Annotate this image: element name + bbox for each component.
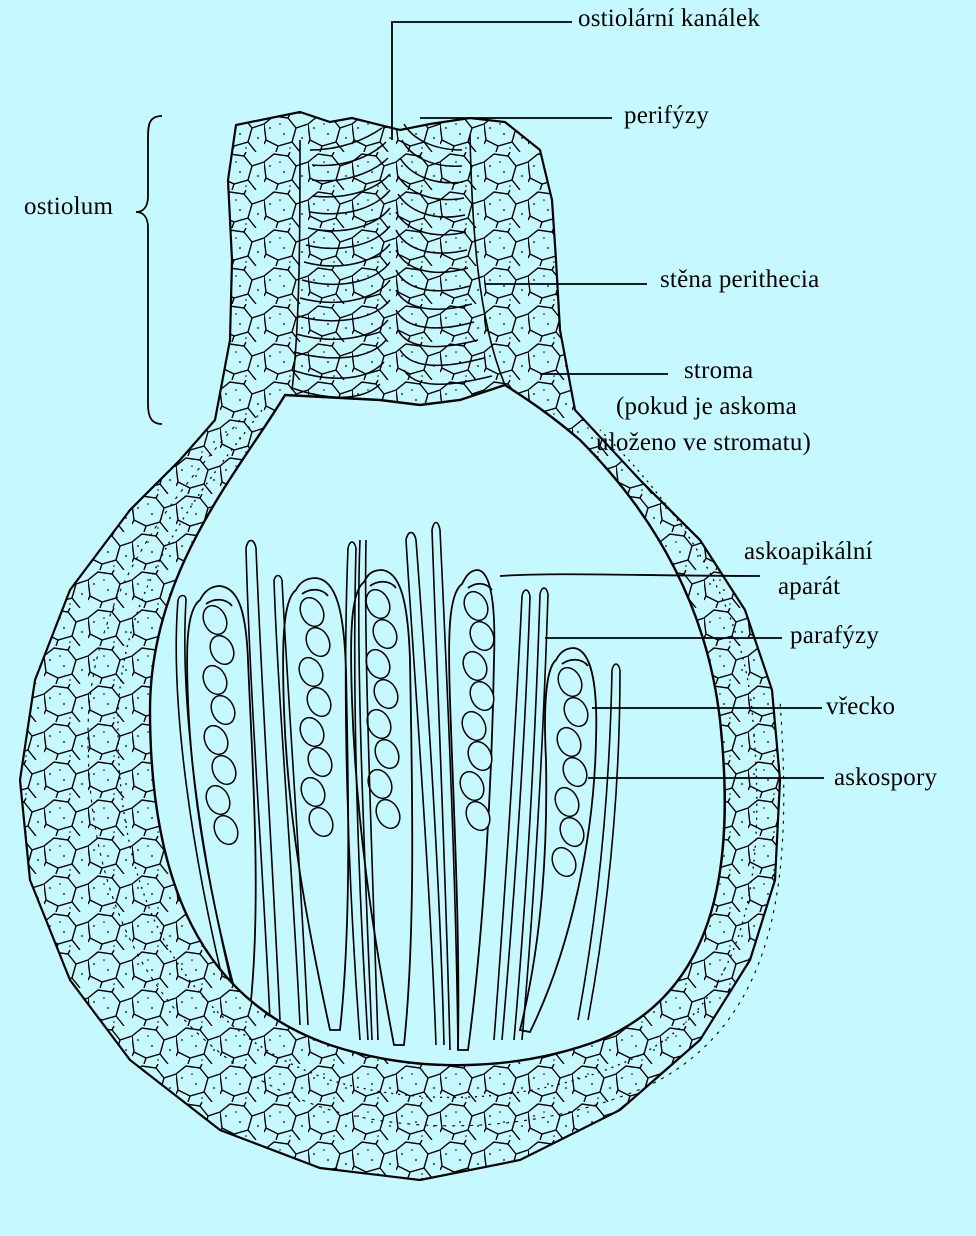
label-perithecium-wall: stěna perithecia (660, 265, 819, 295)
label-periphyses: perifýzy (624, 101, 709, 131)
label-paraphyses: parafýzy (790, 621, 879, 651)
label-stroma: stroma (684, 356, 753, 386)
label-stroma-note-1: (pokud je askoma (616, 392, 797, 422)
label-apical-apparatus-1: askoapikální (744, 537, 873, 567)
label-ascus: vřecko (826, 692, 895, 722)
label-apical-apparatus-2: aparát (778, 572, 840, 602)
label-ostiolar-canal: ostiolární kanálek (578, 4, 760, 34)
leader-ostiolum-brace (136, 116, 162, 424)
label-ostiolum: ostiolum (24, 192, 113, 222)
label-ascospores: askospory (834, 763, 937, 793)
label-stroma-note-2: uloženo ve stromatu) (596, 428, 811, 458)
